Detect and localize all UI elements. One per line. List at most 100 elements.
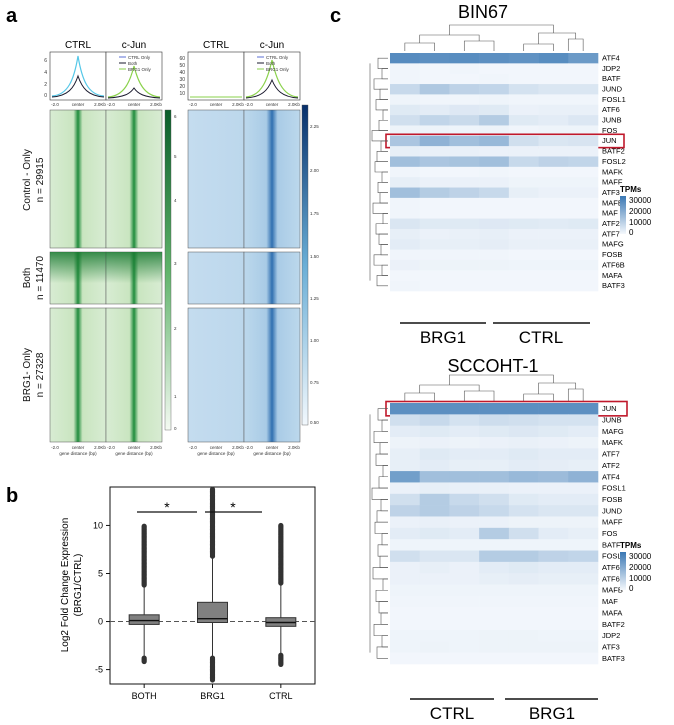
gene-label: BATF3 (602, 654, 625, 663)
heatmap-cell (419, 135, 450, 147)
heatmap-cell (568, 493, 599, 506)
heatmap-cell (419, 527, 450, 540)
profile-box-cjun-green (105, 51, 163, 101)
dendrogram-branch (379, 555, 388, 568)
gene-label: FOSL1 (602, 95, 626, 104)
heatmap-cell (568, 403, 599, 415)
gene-label: ATF6B (602, 574, 625, 583)
heatmap-cell (449, 595, 480, 608)
heatmap-cell (419, 84, 450, 95)
heatmap-blue-ctrl-brg1-only (187, 307, 245, 443)
dendrogram-branch (378, 476, 388, 489)
heatmap-cell (419, 208, 450, 219)
dendrogram-branch (379, 88, 388, 100)
blue-colorbar-tick: 1.75 (310, 211, 319, 216)
profile-curve-ctrl-cyan (51, 55, 105, 97)
heatmap-cell (538, 561, 569, 574)
dendrogram-branch (381, 635, 388, 648)
heatmap-cell (508, 584, 539, 597)
heatmap-cell (390, 280, 421, 292)
heatmap-cell (479, 239, 510, 250)
gene-label: JUN (602, 404, 617, 413)
heatmap-cell (449, 629, 480, 642)
heatmap-cell (419, 584, 450, 597)
heatmap-cell (419, 652, 450, 665)
heatmap-cell (538, 177, 569, 188)
heatmap-blue-ctrl-control-only (187, 109, 245, 249)
heatmap-cell (390, 177, 421, 188)
heatmap-cell (538, 584, 569, 597)
heatmap-cell (538, 573, 569, 585)
heatmap-xtick: -2.0 (107, 445, 115, 450)
heatmap-cell (419, 595, 450, 608)
heatmap-cell (419, 53, 450, 64)
heatmap-cell (419, 425, 450, 438)
heatmap-cell (390, 425, 421, 438)
heatmap-cell (419, 516, 450, 529)
heatmap-cell (479, 539, 510, 551)
profile-xtick: -2.0 (51, 102, 59, 107)
gene-label: ATF2 (602, 219, 620, 228)
heatmap-cell (508, 104, 539, 116)
heatmap-cell (479, 259, 510, 271)
heatmap-cell (568, 505, 599, 517)
row-label-control-only: Control - Only (22, 149, 33, 211)
dendrogram-branch (375, 99, 388, 111)
heatmap-cell (390, 156, 421, 168)
gene-label: MAFF (602, 518, 623, 527)
profile-ytick: 20 (179, 84, 185, 90)
dendrogram-branch (567, 38, 584, 51)
gene-label: MAFK (602, 167, 623, 176)
green-colorbar-tick: 6 (174, 114, 177, 119)
heatmap-cell (568, 53, 599, 64)
heatmap-cell (508, 73, 539, 85)
col-label-cjun-blue: c-Jun (260, 40, 284, 51)
heatmap-cell (390, 414, 421, 426)
outliers-brg1 (209, 486, 216, 683)
heatmap-cell (390, 607, 421, 619)
heatmap-cell (479, 135, 510, 147)
heatmap-cell (479, 618, 510, 631)
profile-xtick: -2.0 (245, 102, 253, 107)
heatmap-cell (390, 166, 421, 178)
heatmap-cell (390, 259, 421, 271)
heatmap-cell (449, 104, 480, 116)
heatmap-xtick: 2.0Kb (232, 445, 244, 450)
heatmap-cell (479, 607, 510, 619)
heatmap-cell (419, 197, 450, 209)
heatmap-cell (538, 63, 569, 74)
profile-ytick: 0 (44, 93, 47, 99)
heatmap-cell (568, 208, 599, 219)
panel-letter-a: a (6, 5, 18, 27)
heatmap-cell (419, 218, 450, 230)
heatmap-cell (538, 280, 569, 292)
gene-label: FOS (602, 529, 617, 538)
heatmap-cell (479, 115, 510, 126)
heatmap-cell (479, 208, 510, 219)
heatmap-cell (419, 437, 450, 449)
heatmap-cell (390, 53, 421, 64)
box-both (128, 614, 160, 625)
heatmap-cell (568, 228, 599, 240)
heatmap-cell (508, 595, 539, 608)
heatmap-cell (419, 73, 450, 85)
boxplot-ylabel-line2: (BRG1/CTRL) (73, 554, 84, 617)
dendrogram-branch (463, 40, 495, 51)
heatmap-cell (479, 166, 510, 178)
heatmap-cell (538, 493, 569, 506)
heatmap-bottom-group-labels: CTRL BRG1 (410, 698, 598, 723)
heatmap-cell (538, 73, 569, 85)
heatmap-cell (419, 459, 450, 472)
gene-label: BATF (602, 540, 621, 549)
heatmap-cell (508, 437, 539, 449)
dendrogram-branch (379, 442, 388, 455)
box-brg1 (197, 601, 228, 623)
heatmap-cell (568, 516, 599, 529)
heatmap-cell (449, 156, 480, 168)
heatmap-cell (390, 73, 421, 85)
heatmap-cell (449, 53, 480, 64)
dendrogram-branch (382, 578, 388, 591)
heatmap-green-cjun-both-overlay (106, 252, 162, 304)
gene-label: MAFA (602, 271, 622, 280)
